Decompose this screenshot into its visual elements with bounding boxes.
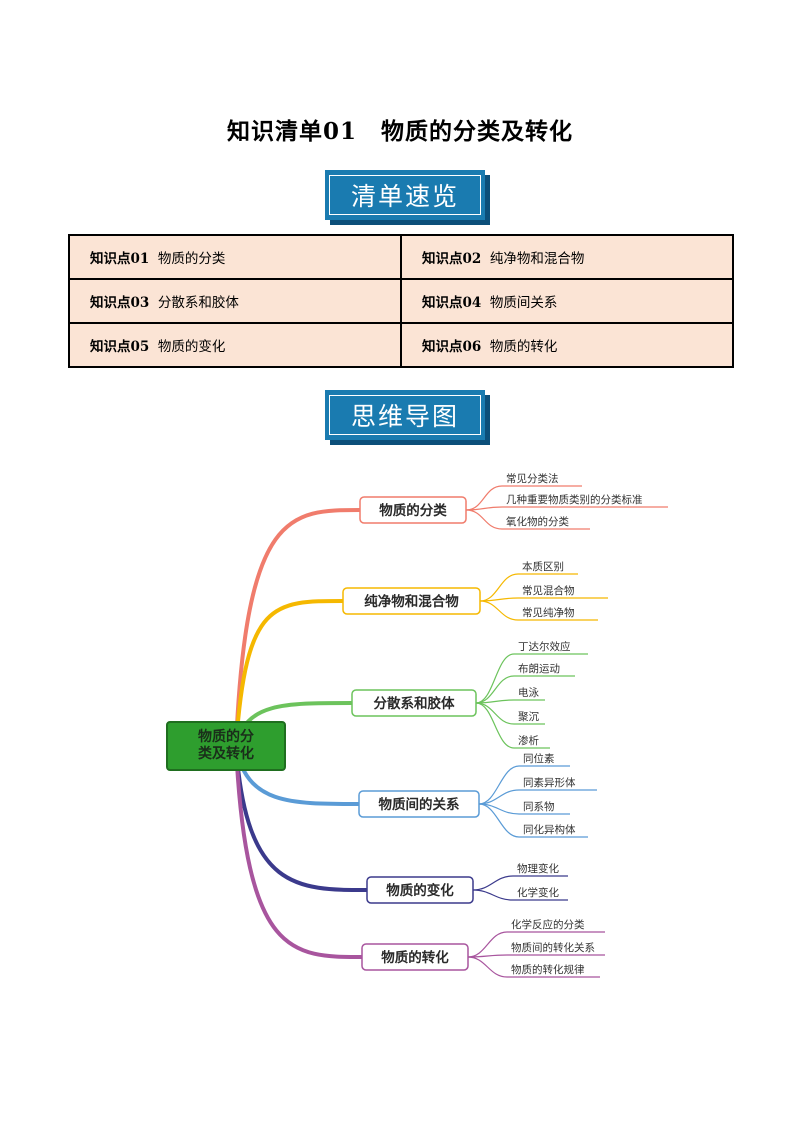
knowledge-point-cell: 知识点05 物质的变化	[68, 322, 402, 368]
branch-connector	[234, 599, 345, 748]
child-node-label: 物理变化	[517, 862, 559, 875]
kp-name: 物质的变化	[157, 339, 226, 355]
child-node-label: 化学变化	[517, 886, 559, 899]
child-connector	[478, 789, 520, 805]
child-node-label: 物质的转化规律	[511, 963, 585, 976]
branch-node-label: 物质间的关系	[379, 796, 460, 813]
child-connector	[479, 600, 519, 621]
kp-name: 物质的转化	[489, 339, 558, 355]
child-node-label: 丁达尔效应	[518, 640, 571, 653]
child-node-label: 同化异构体	[523, 823, 576, 836]
branch-connector	[234, 744, 369, 892]
child-node-label: 同系物	[523, 800, 555, 813]
child-connector	[467, 931, 508, 958]
knowledge-point-cell: 知识点04 物质间关系	[400, 278, 734, 324]
child-node-label: 常见混合物	[522, 584, 575, 597]
document-title: 知识清单01 物质的分类及转化	[226, 118, 573, 145]
knowledge-point-cell: 知识点01 物质的分类	[68, 234, 402, 280]
child-connector	[465, 485, 503, 511]
child-connector	[475, 702, 515, 725]
child-connector	[472, 875, 514, 891]
branch-node-label: 物质的变化	[386, 882, 454, 899]
branch-node-label: 纯净物和混合物	[364, 593, 459, 610]
child-node-label: 聚沉	[518, 710, 539, 723]
kp-label: 知识点04	[422, 295, 482, 311]
child-connector	[475, 675, 515, 704]
child-node-label: 常见分类法	[506, 472, 559, 485]
root-node-label: 类及转化	[198, 745, 254, 762]
branch-node-label: 物质的分类	[379, 502, 447, 519]
child-node-label: 电泳	[518, 686, 539, 699]
child-node-label: 布朗运动	[518, 663, 560, 675]
kp-name: 物质的分类	[157, 251, 226, 267]
branch-connector	[234, 744, 364, 959]
table-row: 知识点05 物质的变化 知识点06 物质的转化	[68, 322, 734, 368]
child-node-label: 几种重要物质类别的分类标准	[506, 493, 643, 506]
root-node-label: 物质的分	[198, 728, 254, 745]
child-node-label: 同位素	[523, 752, 555, 765]
table-row: 知识点01 物质的分类 知识点02 纯净物和混合物	[68, 234, 734, 280]
kp-label: 知识点05	[90, 339, 150, 355]
child-connector	[475, 702, 515, 749]
branch-node-label: 物质的转化	[381, 949, 449, 966]
table-row: 知识点03 分散系和胶体 知识点04 物质间关系	[68, 278, 734, 324]
child-node-label: 渗析	[518, 734, 539, 747]
kp-label: 知识点01	[90, 251, 150, 267]
child-connector	[478, 803, 520, 838]
mindmap-banner: 思维导图	[325, 390, 485, 440]
kp-name: 物质间关系	[489, 295, 558, 311]
knowledge-point-cell: 知识点02 纯净物和混合物	[400, 234, 734, 280]
overview-banner-label: 清单速览	[329, 175, 481, 215]
knowledge-point-cell: 知识点03 分散系和胶体	[68, 278, 402, 324]
child-connector	[479, 573, 519, 602]
child-connector	[475, 653, 515, 704]
kp-name: 分散系和胶体	[157, 295, 239, 311]
knowledge-point-table: 知识点01 物质的分类 知识点02 纯净物和混合物 知识点03 分散系和胶体 知…	[68, 234, 734, 368]
branch-connector	[234, 508, 362, 748]
mindmap-banner-label: 思维导图	[329, 395, 481, 435]
kp-label: 知识点06	[422, 339, 482, 355]
branch-node-label: 分散系和胶体	[374, 695, 455, 712]
child-node-label: 氧化物的分类	[506, 515, 569, 528]
child-node-label: 化学反应的分类	[511, 918, 585, 931]
kp-label: 知识点03	[90, 295, 150, 311]
child-node-label: 同素异形体	[523, 776, 576, 789]
kp-name: 纯净物和混合物	[489, 251, 585, 267]
overview-banner: 清单速览	[325, 170, 485, 220]
child-connector	[478, 765, 520, 805]
knowledge-point-cell: 知识点06 物质的转化	[400, 322, 734, 368]
child-connector	[465, 506, 503, 511]
child-connector	[472, 889, 514, 901]
kp-label: 知识点02	[422, 251, 482, 267]
root-node	[166, 721, 286, 771]
child-node-label: 物质间的转化关系	[511, 941, 595, 954]
child-connector	[465, 509, 503, 530]
child-connector	[467, 956, 508, 978]
child-node-label: 本质区别	[522, 560, 564, 573]
child-node-label: 常见纯净物	[522, 606, 575, 619]
